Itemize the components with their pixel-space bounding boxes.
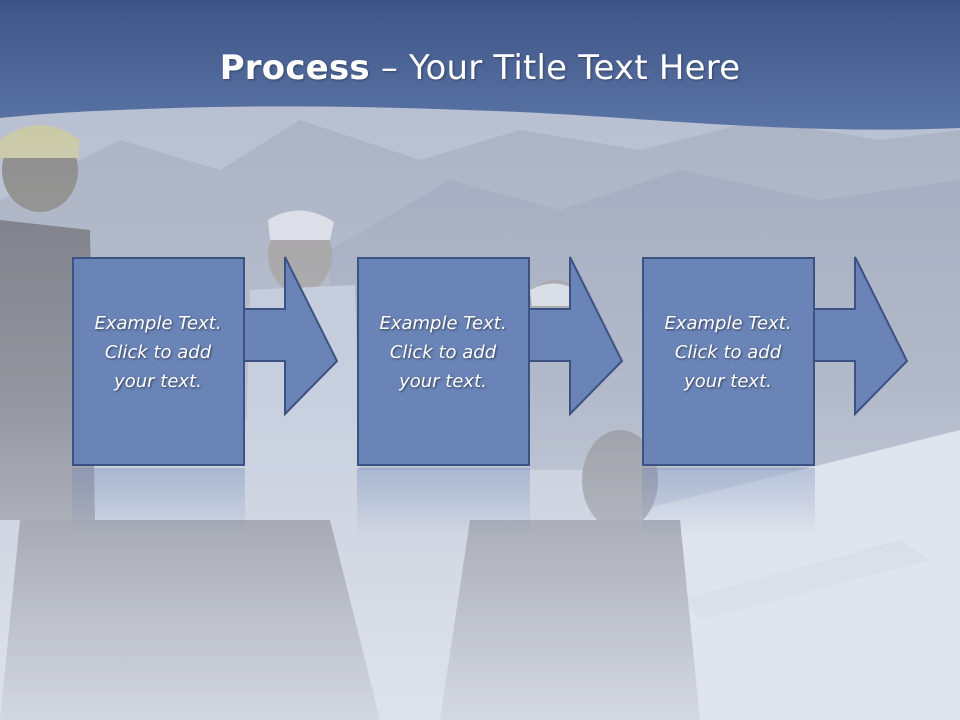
step-3-shape [642, 256, 909, 466]
step-1-shape [72, 256, 339, 466]
step-2-text: Example Text. Click to add your text. [379, 313, 507, 392]
process-step-3[interactable]: Example Text. Click to add your text. [642, 256, 922, 467]
step-2-shape [357, 256, 624, 466]
step-1-text: Example Text. Click to add your text. [94, 313, 222, 392]
step-3-text: Example Text. Click to add your text. [664, 313, 792, 392]
process-step-1[interactable]: Example Text. Click to add your text. [72, 256, 352, 467]
title-rest: – Your Title Text Here [369, 48, 741, 88]
slide-title[interactable]: Process – Your Title Text Here [0, 48, 960, 88]
step-3-reflection [642, 468, 815, 538]
step-1-reflection [72, 468, 245, 538]
process-step-2[interactable]: Example Text. Click to add your text. [357, 256, 637, 467]
title-bold: Process [219, 48, 370, 88]
step-2-reflection [357, 468, 530, 538]
